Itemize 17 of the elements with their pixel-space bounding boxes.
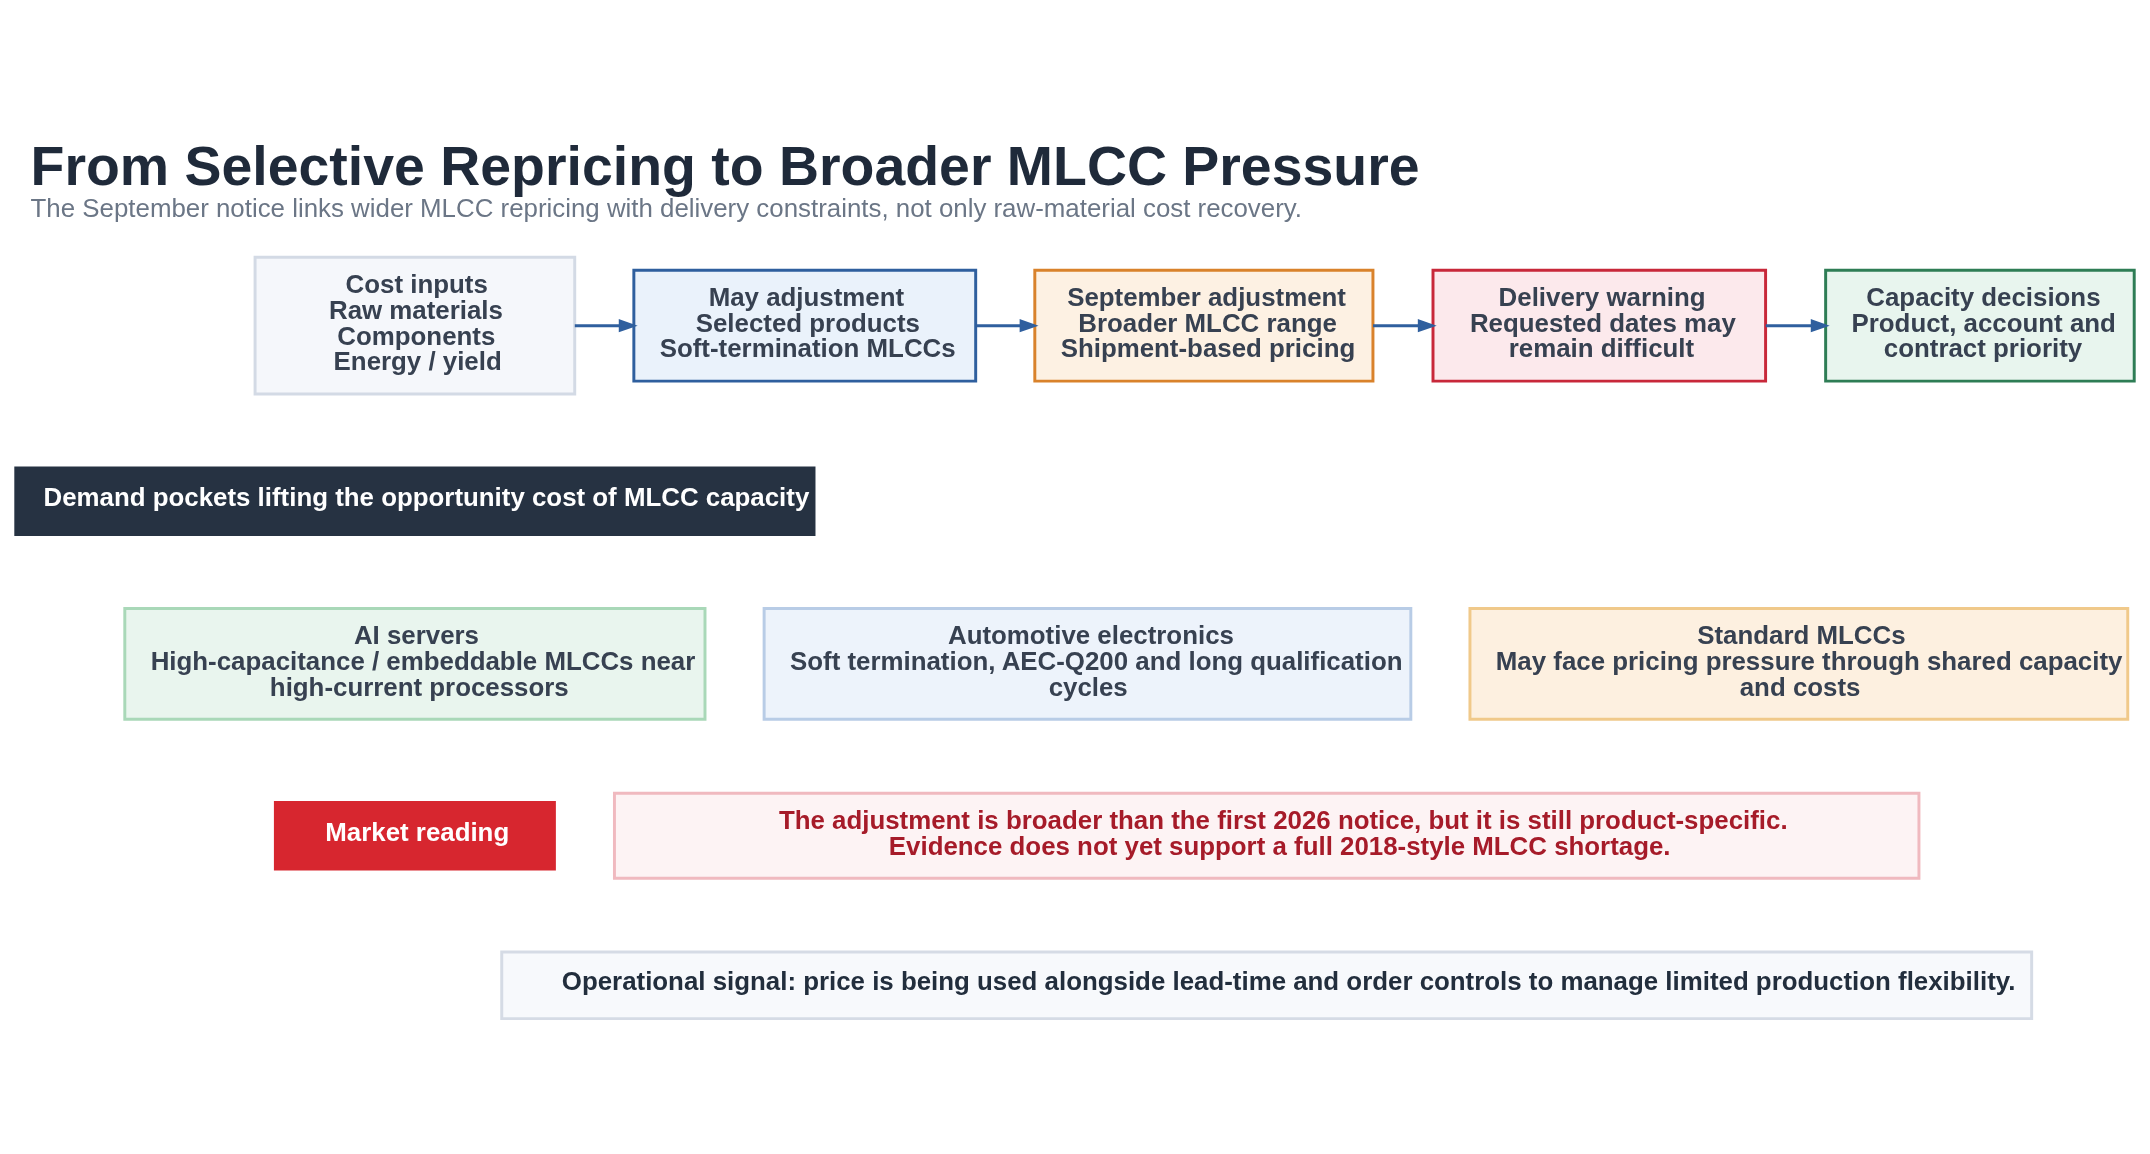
node-box: Cost inputs Raw materials Components Energy / yield	[253, 255, 577, 396]
node-box: Delivery warning Requested dates may remain difficult	[1431, 268, 1768, 383]
node-box: Standard MLCCs May face pricing pressure through shared capacity and costs	[1468, 606, 2130, 721]
arrow	[574, 319, 638, 333]
node-box: Operational signal: price is being used alongside lead-time and order controls to manage limited production flexibility.	[500, 950, 2034, 1021]
arrow	[976, 319, 1039, 333]
node-box: Automotive electronics Soft termination, AEC-Q200 and long qualification cycles	[762, 606, 1413, 721]
node-box: September adjustment Broader MLCC range Shipment-based pricing	[1033, 268, 1375, 383]
node-box: AI servers High-capacitance / embeddable MLCCs near high-current processors	[123, 606, 707, 721]
arrow	[1373, 319, 1437, 333]
node-box: Market reading	[273, 800, 556, 871]
node-box: Demand pockets lifting the opportunity cost of MLCC capacity	[14, 466, 816, 536]
node-box: Capacity decisions Product, account and contract priority	[1824, 268, 2136, 383]
node-box: The adjustment is broader than the first 2026 notice, but it is still product-specific. Evidence does not yet support a full 2018-style MLCC shortage.	[612, 791, 1921, 880]
node-box: May adjustment Selected products Soft-termination MLCCs	[632, 268, 978, 383]
arrow	[1765, 319, 1830, 333]
diagram-title: From Selective Repricing to Broader MLCC Pressure	[30, 135, 1420, 198]
